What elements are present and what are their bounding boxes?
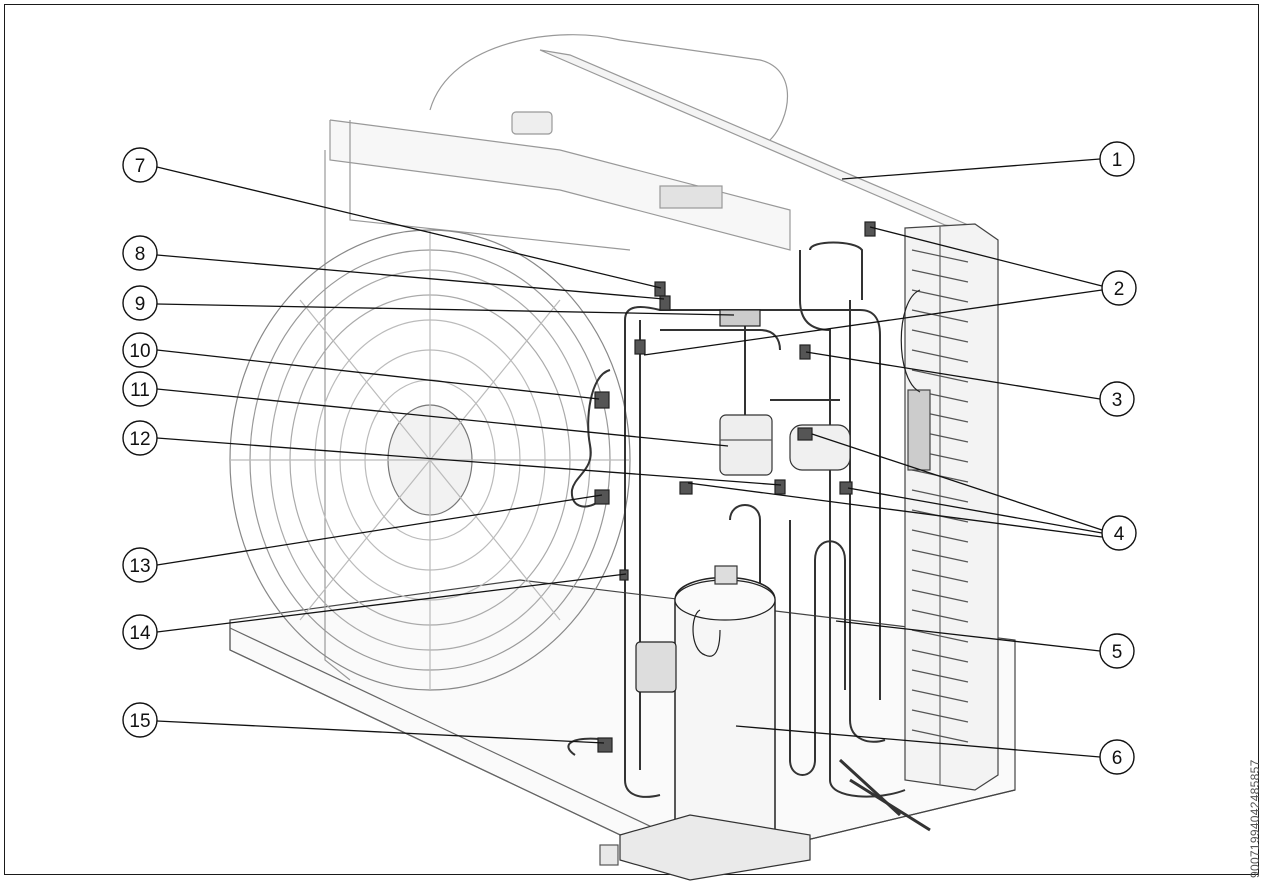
condenser-coil (900, 223, 999, 791)
callout-13: 13 (122, 547, 158, 583)
leader-line-7 (156, 166, 662, 289)
leader-line-12 (156, 437, 782, 486)
callout-number: 3 (1112, 390, 1123, 411)
callout-3: 3 (1099, 381, 1135, 417)
leader-line-1 (841, 158, 1101, 180)
leader-lines (156, 158, 1103, 758)
valves (594, 221, 876, 753)
compressor (619, 565, 811, 881)
callout-10: 10 (122, 332, 158, 368)
leader-line-13 (156, 494, 603, 566)
callout-15: 15 (122, 702, 158, 738)
callout-number: 13 (129, 556, 150, 577)
leader-line-4b (847, 487, 1103, 534)
filter-dryer (719, 414, 773, 476)
leader-line-14 (156, 573, 627, 633)
leader-line-9 (156, 303, 735, 316)
callout-12: 12 (122, 420, 158, 456)
callout-number: 7 (135, 156, 146, 177)
callout-number: 11 (130, 380, 150, 401)
callout-number: 2 (1114, 279, 1125, 300)
callout-number: 5 (1112, 642, 1123, 663)
document-id-text: 90071994042485857 (1248, 759, 1262, 878)
callout-number: 1 (1112, 150, 1123, 171)
callout-14: 14 (122, 614, 158, 650)
callout-6: 6 (1099, 739, 1135, 775)
callout-2: 2 (1101, 270, 1137, 306)
callout-5: 5 (1099, 633, 1135, 669)
leader-line-3 (805, 351, 1101, 400)
leader-line-2b (643, 289, 1103, 356)
callout-number: 6 (1112, 748, 1123, 769)
leader-line-11 (156, 388, 729, 447)
callout-8: 8 (122, 235, 158, 271)
callout-9: 9 (122, 285, 158, 321)
callout-number: 9 (135, 294, 146, 315)
callout-7: 7 (122, 147, 158, 183)
callout-number: 12 (129, 429, 150, 450)
leader-line-15 (156, 720, 605, 744)
unit-illustration (229, 34, 1016, 881)
leader-line-5 (835, 620, 1101, 652)
callout-number: 14 (129, 623, 151, 644)
document-id-label: 90071994042485857 (1244, 700, 1264, 880)
leader-line-6 (735, 725, 1101, 758)
callout-number: 10 (129, 341, 150, 362)
figure-frame (4, 4, 1259, 875)
callout-1: 1 (1099, 141, 1135, 177)
refrigerant-piping (567, 241, 931, 832)
leader-line-2a (869, 226, 1103, 287)
callout-number: 15 (129, 711, 150, 732)
leader-line-4a (811, 433, 1103, 531)
callout-number: 8 (135, 244, 146, 265)
callout-number: 4 (1114, 524, 1125, 545)
callouts: 1 2 3 4 5 6 7 8 9 10 11 12 13 14 15 (122, 141, 1137, 775)
housing-panel (324, 34, 981, 681)
callout-4: 4 (1101, 515, 1137, 551)
leader-line-8 (156, 254, 665, 300)
callout-11: 11 (122, 371, 158, 407)
leader-line-10 (156, 349, 600, 400)
leader-line-4c (687, 482, 1103, 538)
